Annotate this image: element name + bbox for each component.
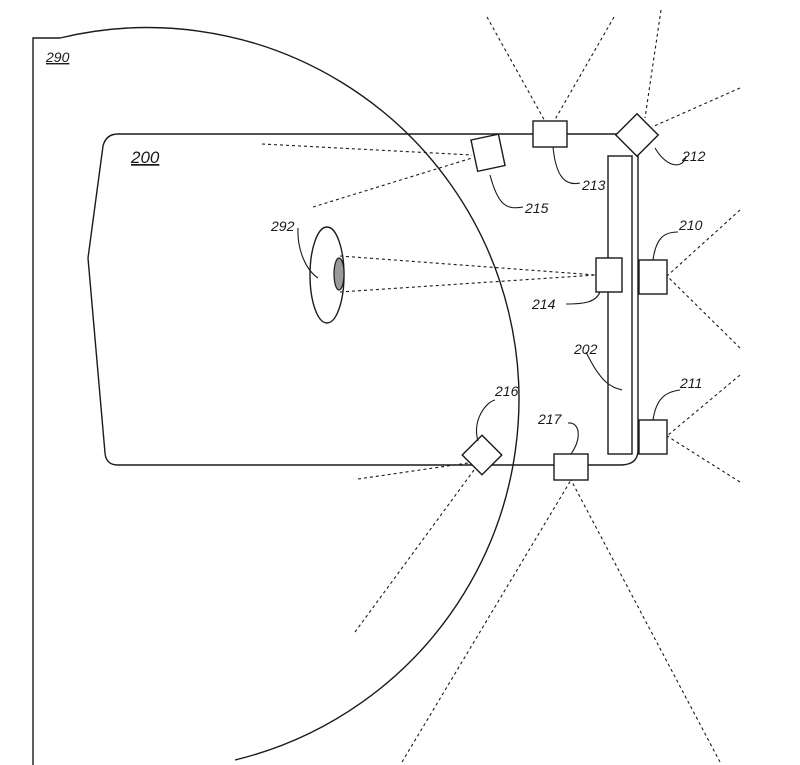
label-211: 211 xyxy=(679,375,702,391)
sensor-210 xyxy=(639,260,667,294)
fov-210-lower xyxy=(667,276,740,348)
sensor-212 xyxy=(616,114,658,156)
label-214: 214 xyxy=(531,296,556,312)
fov-211-upper xyxy=(667,375,740,436)
occupant-eye xyxy=(334,258,344,290)
leader-211 xyxy=(653,390,680,420)
fov-213-left xyxy=(487,17,546,123)
label-215: 215 xyxy=(524,200,549,216)
fov-210-upper xyxy=(667,210,740,276)
label-216: 216 xyxy=(494,383,519,399)
label-200: 200 xyxy=(130,148,160,167)
fov-217-right xyxy=(571,480,720,762)
sensor-215 xyxy=(471,134,505,171)
sensor-211 xyxy=(639,420,667,454)
label-210: 210 xyxy=(678,217,703,233)
fov-211-lower xyxy=(667,436,740,482)
sensor-216 xyxy=(462,435,502,475)
sensor-214 xyxy=(596,258,622,292)
region-290-boundary xyxy=(33,28,519,765)
fov-212-right xyxy=(652,88,740,127)
label-213: 213 xyxy=(581,177,606,193)
panel-202 xyxy=(608,156,632,454)
sensor-217 xyxy=(554,454,588,480)
leader-292 xyxy=(298,228,318,278)
fov-215-lower xyxy=(313,158,472,207)
label-202: 202 xyxy=(573,341,598,357)
label-292: 292 xyxy=(270,218,295,234)
leader-214 xyxy=(566,292,600,304)
leader-217 xyxy=(568,423,578,454)
fov-213-right xyxy=(553,17,614,123)
fov-215-upper xyxy=(262,144,472,155)
fov-212-left xyxy=(645,10,661,118)
leader-216 xyxy=(477,400,495,441)
leader-215 xyxy=(490,175,523,208)
sensor-213 xyxy=(533,121,567,147)
label-217: 217 xyxy=(537,411,563,427)
fov-214-lower xyxy=(340,275,596,292)
label-212: 212 xyxy=(681,148,706,164)
fov-216-lower xyxy=(355,470,474,632)
fov-214-upper xyxy=(340,256,596,275)
label-290: 290 xyxy=(45,49,70,65)
leader-210 xyxy=(653,232,678,260)
fov-217-left xyxy=(402,480,571,762)
leader-213 xyxy=(553,147,580,184)
